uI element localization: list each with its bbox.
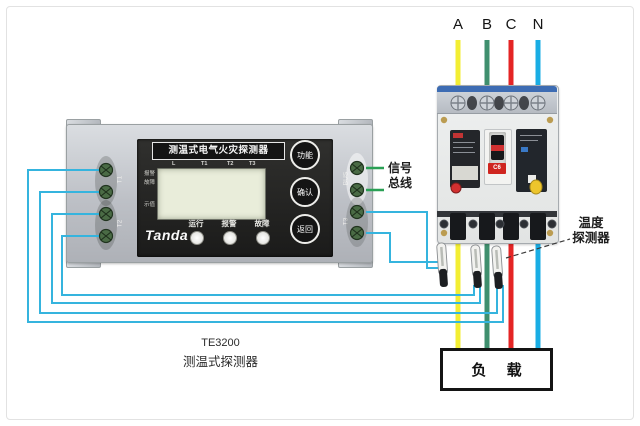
breaker-brand-mark	[453, 133, 463, 138]
terminal-group-label-t2: T2	[116, 219, 124, 228]
breaker-white-window	[528, 175, 536, 183]
page-border	[6, 6, 634, 420]
lcd-side-label-value: 示值	[143, 202, 155, 208]
terminal-group-label-t1: T1	[116, 175, 124, 184]
terminal-group-label-t3: T3	[342, 217, 350, 226]
run-led	[190, 231, 204, 245]
status-label-fault: 故障	[254, 219, 270, 228]
load-label: 负 载	[471, 362, 530, 379]
breaker-toggle-stripe	[491, 145, 504, 151]
load-box: 负 载	[440, 348, 553, 391]
alarm-led	[223, 231, 237, 245]
breaker-right-label	[516, 129, 547, 192]
caption-model: TE3200	[201, 337, 240, 349]
breaker-rating-tag: C6	[488, 163, 506, 174]
signal-bus-label: 信号 总线	[388, 161, 413, 190]
phase-label-b: B	[481, 16, 492, 33]
lcd-column-label: L	[172, 161, 176, 167]
breaker-blue-mark	[521, 147, 528, 152]
lcd-column-label: T3	[249, 161, 256, 167]
return-button: 返回	[290, 214, 320, 244]
temp-detector-label: 温度 探测器	[572, 216, 610, 245]
breaker-top-terminal-strip	[437, 92, 557, 114]
lcd-side-label-alarm: 报警	[143, 171, 155, 177]
status-label-alarm: 报警	[221, 219, 237, 228]
phase-label-n: N	[532, 16, 544, 33]
brand-logo: Tanda	[145, 227, 189, 243]
fault-led	[256, 231, 270, 245]
breaker-insulator-strip	[437, 86, 557, 93]
phase-label-a: A	[452, 16, 463, 33]
detector-title-plate: 测温式电气火灾探测器	[152, 142, 285, 160]
confirm-button: 确认	[290, 177, 320, 207]
lcd-display	[157, 168, 266, 220]
breaker-left-label	[450, 130, 480, 188]
function-button: 功能	[290, 140, 320, 170]
lcd-column-label: T1	[201, 161, 208, 167]
detector-caption: TE3200 测温式探测器	[148, 337, 293, 370]
terminal-group-label-bus: BUS	[342, 171, 350, 186]
lcd-column-label: T2	[227, 161, 234, 167]
phase-label-c: C	[505, 16, 517, 33]
caption-name: 测温式探测器	[182, 355, 258, 369]
breaker-rating-plate	[452, 166, 478, 180]
lcd-side-label-fault: 故障	[143, 180, 155, 186]
